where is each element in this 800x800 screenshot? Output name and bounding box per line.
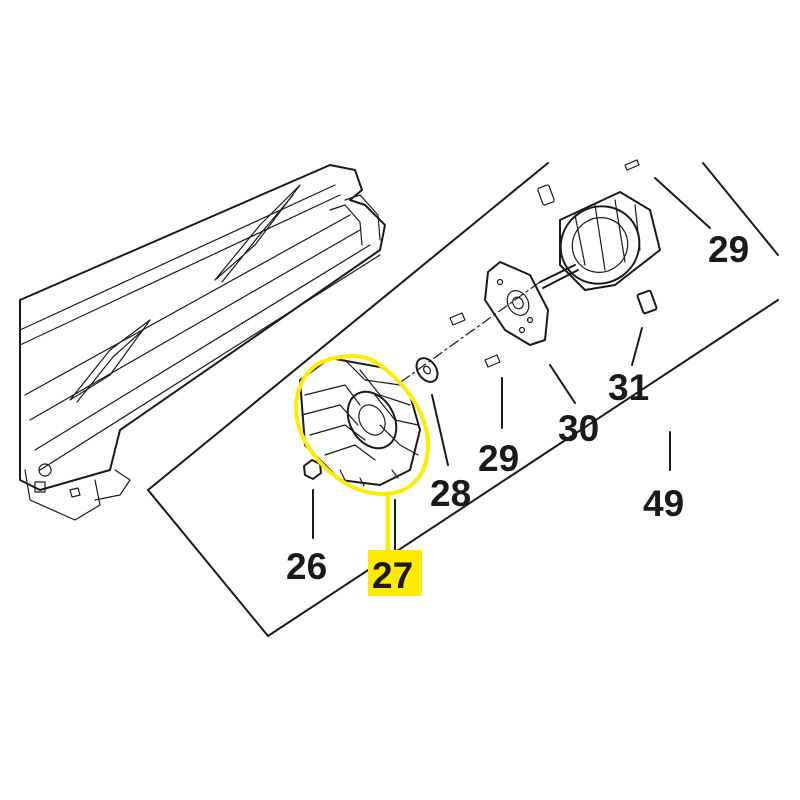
leader-lines [312, 177, 711, 551]
callout-29-top: 29 [708, 229, 749, 270]
brush-block [636, 289, 658, 315]
motor [537, 159, 661, 291]
exploded-view-frame [147, 162, 779, 637]
callout-30: 30 [558, 408, 599, 449]
screw-upper [449, 312, 466, 326]
callout-27: 27 [372, 555, 413, 596]
motor-brush-top [537, 184, 555, 206]
highlight-part-27 [294, 354, 430, 596]
callout-31: 31 [608, 367, 649, 408]
callout-29-middle: 29 [478, 438, 519, 479]
washer [415, 357, 439, 383]
callout-28: 28 [430, 473, 471, 514]
callout-27-highlight-box [368, 550, 422, 596]
motor-screw-top [624, 159, 640, 171]
screw-lower [484, 354, 501, 368]
nut [303, 459, 322, 480]
callout-26: 26 [286, 546, 327, 587]
mower-housing [19, 164, 386, 521]
motor-end-plate [484, 261, 549, 346]
callout-49: 49 [643, 483, 684, 524]
